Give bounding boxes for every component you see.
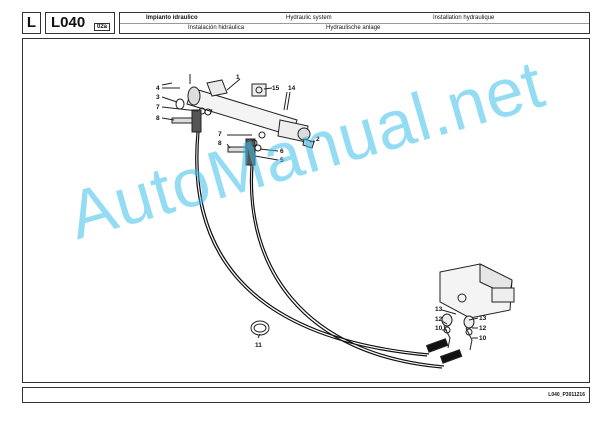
- callout-10a: 10: [435, 325, 443, 332]
- callout-7c: 7: [218, 131, 222, 138]
- callout-5: 5: [280, 157, 284, 164]
- callout-1: 1: [236, 74, 240, 81]
- section-letter-box: L: [22, 12, 41, 34]
- callout-14: 14: [288, 85, 296, 92]
- title-divider: [120, 23, 589, 24]
- callout-7a: 7: [156, 104, 160, 111]
- callout-13b: 13: [479, 315, 487, 322]
- callout-8a: 8: [156, 115, 160, 122]
- callout-11: 11: [255, 342, 262, 349]
- page-code: L040: [51, 14, 86, 31]
- callout-4: 4: [156, 85, 160, 92]
- drawing-reference: L040_P3011216: [548, 392, 585, 398]
- callout-2: 2: [316, 136, 320, 143]
- callout-12a: 12: [435, 316, 443, 323]
- callout-3: 3: [156, 94, 160, 101]
- callout-13a: 13: [435, 306, 443, 313]
- title-english: Hydraulic system: [286, 15, 332, 21]
- callout-12b: 12: [479, 325, 487, 332]
- title-italian: Impianto idraulico: [146, 15, 198, 21]
- title-french: Installation hydraulique: [433, 15, 495, 21]
- hydraulic-exploded-diagram: 1 2 3 4 5 6 7 7 7 8 8 10 10 11 12 12 13 …: [156, 74, 515, 369]
- page-code-box: L040 02a: [45, 12, 115, 34]
- callout-6: 6: [280, 148, 284, 155]
- footer-bar: L040_P3011216: [22, 387, 590, 403]
- title-spanish: Instalación hidráulica: [188, 25, 245, 31]
- callout-7b: 7: [209, 109, 213, 116]
- page-subcode: 02a: [93, 23, 110, 31]
- callout-15: 15: [272, 85, 280, 92]
- callout-8b: 8: [218, 140, 222, 147]
- title-german: Hydraulische anlage: [326, 25, 381, 31]
- title-block: Impianto idraulico Hydraulic system Inst…: [119, 12, 590, 34]
- callout-10b: 10: [479, 335, 487, 342]
- section-letter: L: [26, 14, 37, 31]
